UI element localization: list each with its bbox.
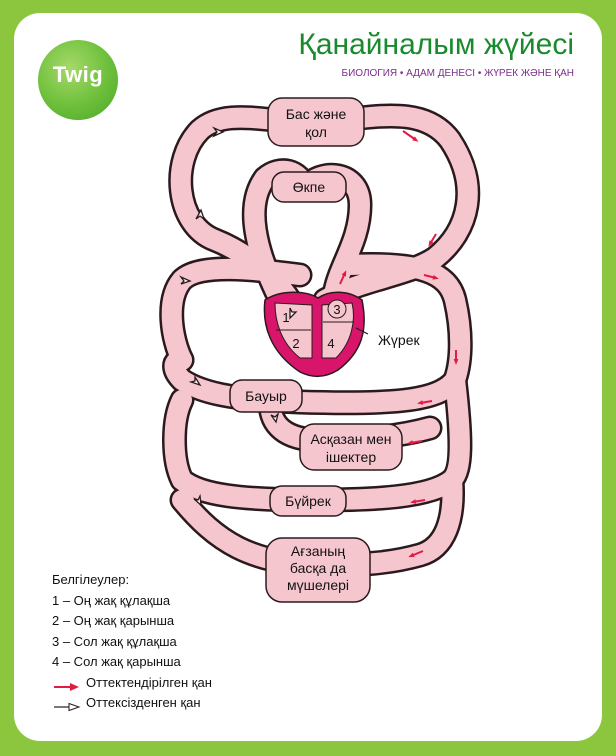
legend-oxygenated-row: Оттектендірілген қан <box>52 673 212 694</box>
chamber-1: 1 <box>282 310 289 325</box>
legend-item-3: 3 – Сол жақ құлақша <box>52 632 212 653</box>
other-organs-label-line3: мүшелері <box>287 577 349 593</box>
gut-label-line1: Асқазан мен <box>310 431 391 447</box>
legend-deoxygenated-label: Оттексізденген қан <box>86 693 201 714</box>
chamber-3: 3 <box>333 302 340 317</box>
legend-item-4: 4 – Сол жақ қарынша <box>52 652 212 673</box>
legend: Белгілеулер: 1 – Оң жақ құлақша 2 – Оң ж… <box>52 570 212 714</box>
legend-heading: Белгілеулер: <box>52 570 212 591</box>
chamber-4: 4 <box>327 336 334 351</box>
lungs-label: Өкпе <box>293 179 326 195</box>
vein-trunk <box>175 400 183 480</box>
head-label-line1: Бас және <box>286 106 347 122</box>
legend-oxygenated-label: Оттектендірілген қан <box>86 673 212 694</box>
white-arrow-icon <box>52 698 86 708</box>
gut-label-line2: ішектер <box>326 449 376 465</box>
other-organs-label-line1: Ағзаның <box>291 543 345 559</box>
legend-deoxygenated-row: Оттексізденген қан <box>52 693 212 714</box>
legend-item-1: 1 – Оң жақ құлақша <box>52 591 212 612</box>
heart-label: Жүрек <box>378 332 420 348</box>
legend-item-2: 2 – Оң жақ қарынша <box>52 611 212 632</box>
chamber-2: 2 <box>292 336 299 351</box>
heart <box>264 292 368 376</box>
other-organs-label-line2: басқа да <box>290 560 346 576</box>
head-label-line2: қол <box>305 124 327 140</box>
red-arrow-icon <box>52 678 86 688</box>
liver-label: Бауыр <box>245 388 287 404</box>
kidney-label: Бүйрек <box>285 493 332 509</box>
